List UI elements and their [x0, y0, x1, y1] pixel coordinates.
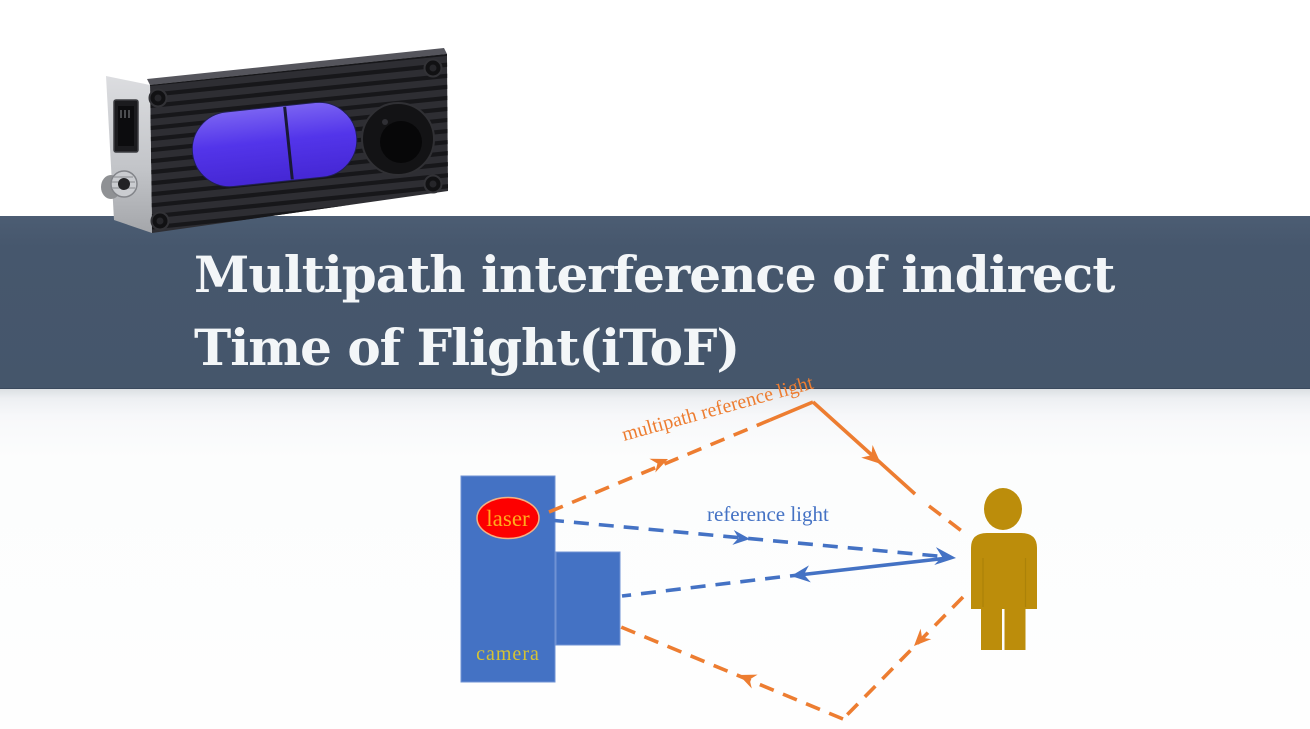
- camera-sensor-rect: [555, 551, 621, 646]
- multipath-diagram: laser camera: [460, 372, 1037, 721]
- diagram-background: [0, 388, 1310, 729]
- power-connector: [101, 170, 138, 199]
- reference-light-label: reference light: [707, 502, 829, 526]
- laser-label: laser: [486, 506, 530, 531]
- tof-lidar-camera-photo: [101, 48, 448, 233]
- camera-label: camera: [476, 643, 540, 665]
- corner-screws: [148, 58, 443, 231]
- title-line-2: Time of Flight(iToF): [194, 318, 740, 377]
- device-round-lens: [361, 102, 435, 176]
- multipath-outgoing-arrow: [548, 400, 965, 534]
- title-banner: [0, 216, 1310, 389]
- title-line-1: Multipath interference of indirect: [194, 245, 1115, 304]
- reference-return-arrow: [621, 556, 949, 598]
- page-title: Multipath interference of indirect Time …: [194, 238, 1115, 384]
- multipath-return-arrow: [620, 595, 965, 721]
- laser-ellipse: [476, 496, 540, 540]
- multipath-reference-light-label: multipath reference light: [619, 372, 816, 446]
- device-blue-window: [191, 101, 358, 188]
- device-top-edge: [147, 48, 447, 85]
- person-figure: [971, 488, 1037, 650]
- ethernet-port: [113, 99, 139, 153]
